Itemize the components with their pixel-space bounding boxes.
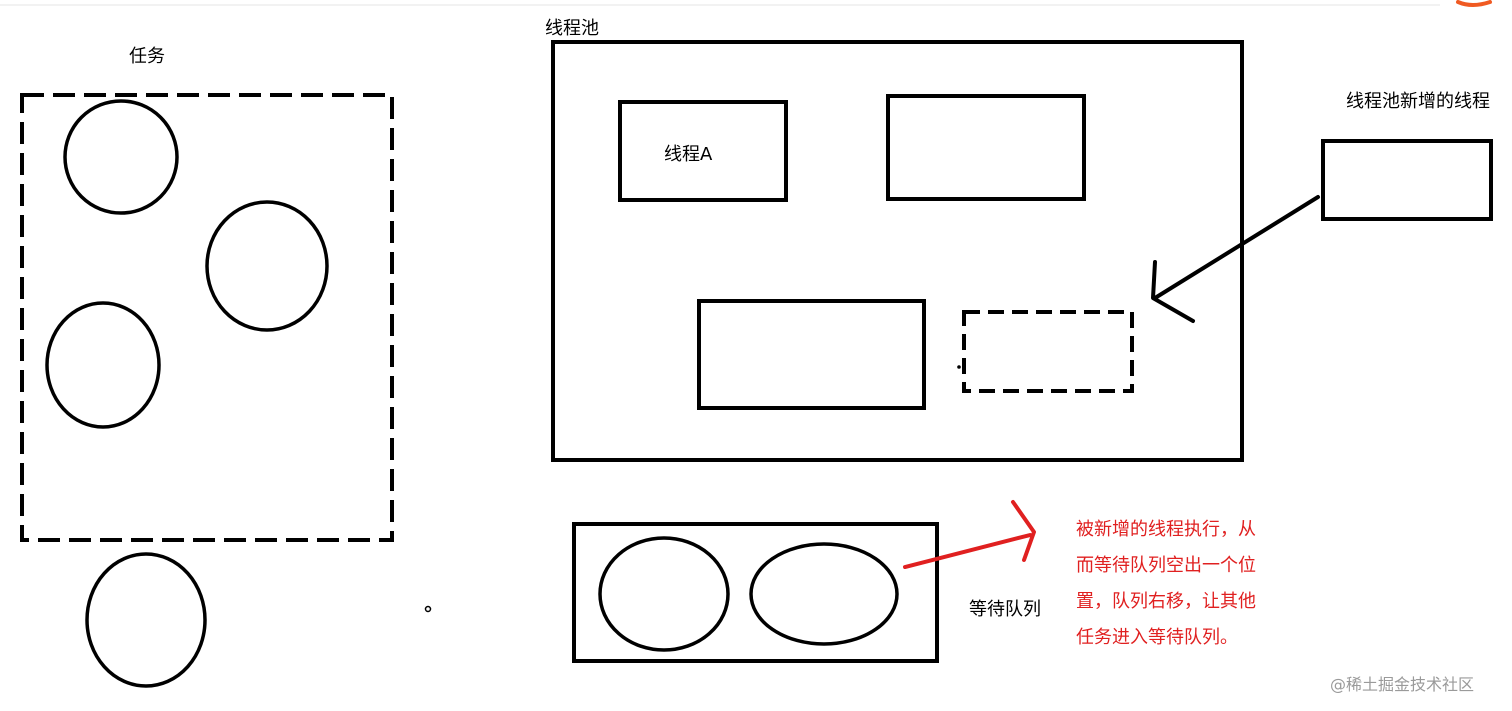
queue-circle <box>749 542 899 646</box>
thread-pool-box <box>551 40 1244 462</box>
task-circle-outside <box>85 552 207 688</box>
task-circle <box>45 301 161 429</box>
stray-dot <box>957 365 961 369</box>
note-line: 任务进入等待队列。 <box>1076 627 1238 648</box>
red-arrow-shaft <box>903 533 1032 569</box>
new-thread-box <box>1321 139 1493 221</box>
new-thread-slot-dashed <box>962 310 1134 393</box>
queue-circle <box>598 536 730 652</box>
new-thread-label: 线程池新增的线程 <box>1346 91 1490 112</box>
tasks-label: 任务 <box>129 46 165 67</box>
thread-box <box>697 299 926 410</box>
note-line: 被新增的线程执行，从 <box>1076 519 1256 540</box>
new-thread-arrow-shaft <box>1153 195 1320 300</box>
thread-a-label: 线程A <box>664 144 713 165</box>
note-line: 而等待队列空出一个位 <box>1076 555 1256 576</box>
watermark: @稀土掘金技术社区 <box>1330 675 1475 694</box>
corner-logo-fragment <box>1456 0 1492 7</box>
thread-box <box>886 94 1086 201</box>
thread-a-box <box>618 100 788 202</box>
waiting-queue-label: 等待队列 <box>969 599 1041 620</box>
task-circle <box>205 200 329 332</box>
task-area-box <box>20 93 394 542</box>
waiting-queue-box <box>572 522 939 663</box>
stray-mark <box>424 605 432 613</box>
note-line: 置，队列右移，让其他 <box>1076 591 1256 612</box>
red-arrow-head <box>1011 500 1036 562</box>
thread-pool-label: 线程池 <box>545 18 599 39</box>
new-thread-arrow-head <box>1151 260 1195 323</box>
task-circle <box>63 99 179 215</box>
explanation-note: 被新增的线程执行，从 而等待队列空出一个位 置，队列右移，让其他 任务进入等待队… <box>1076 512 1281 656</box>
